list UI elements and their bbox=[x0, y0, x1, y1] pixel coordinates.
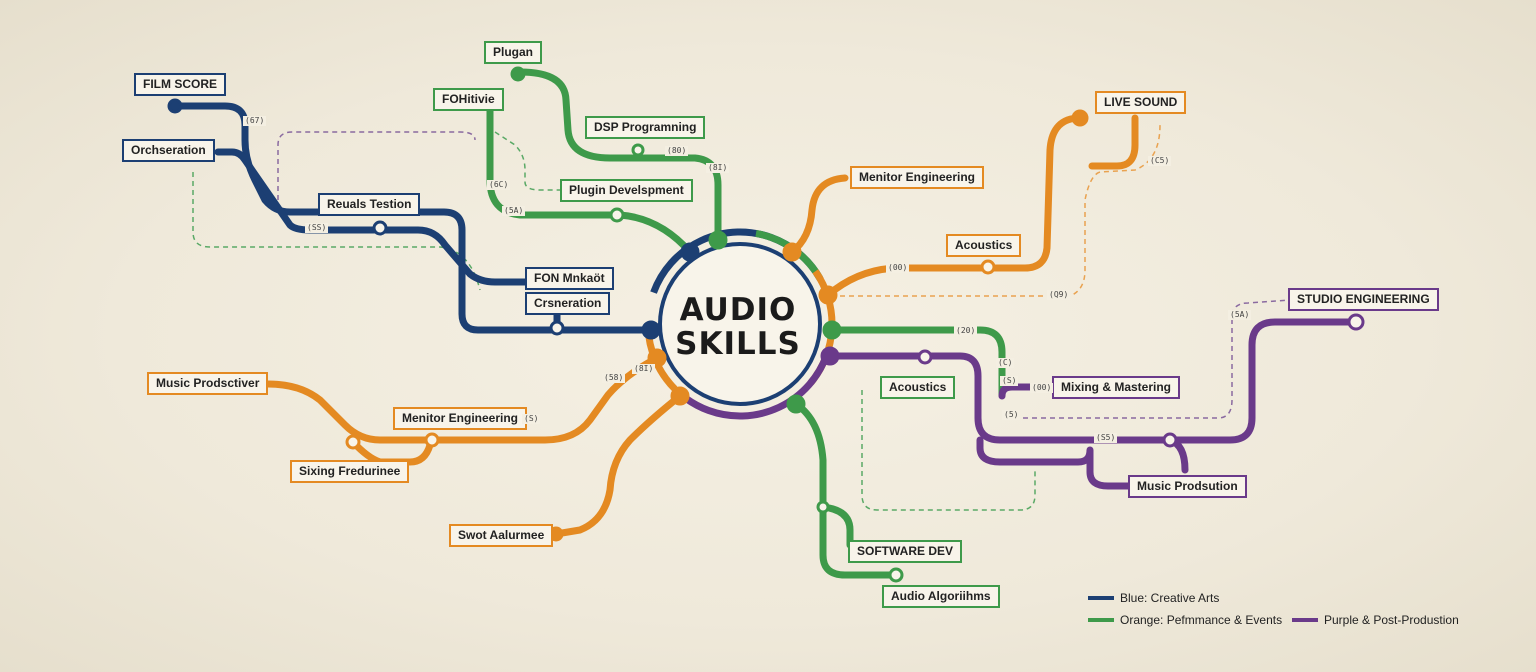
dashed-route-purple-east bbox=[1005, 299, 1291, 419]
hub-title-line2: SKILLS bbox=[675, 326, 801, 362]
blue-line-orchestration bbox=[214, 148, 534, 286]
dashed-route-blue-purple bbox=[277, 131, 476, 200]
legend-item-blue: Blue: Creative Arts bbox=[1088, 591, 1219, 605]
legend-swatch-green bbox=[1088, 618, 1114, 622]
label-plugin-development[interactable]: Plugin Develspment bbox=[560, 179, 693, 202]
station-film-score bbox=[167, 98, 183, 114]
label-software-dev[interactable]: SOFTWARE DEV bbox=[848, 540, 963, 563]
station-hub-blue bbox=[641, 320, 661, 340]
legend-label-blue: Blue: Creative Arts bbox=[1120, 591, 1220, 605]
station-sixing bbox=[345, 434, 361, 450]
purple-line-mixing-branch bbox=[998, 383, 1034, 400]
line-tag: (S) bbox=[1000, 376, 1019, 386]
station-plugin bbox=[510, 66, 526, 82]
label-fon-market[interactable]: FON Mnkaöt bbox=[525, 267, 614, 290]
station-music-production-right bbox=[1162, 432, 1178, 448]
line-tag: (5A) bbox=[1228, 310, 1252, 320]
station-monitor-left bbox=[424, 432, 440, 448]
station-hub-orange-right bbox=[818, 285, 838, 305]
line-tag: (5) bbox=[1002, 410, 1021, 420]
label-mixing-mastering[interactable]: Mixing & Mastering bbox=[1052, 376, 1181, 399]
station-live-sound bbox=[1071, 109, 1089, 127]
line-tag: (67) bbox=[243, 116, 267, 126]
line-tag: (6C) bbox=[487, 180, 511, 190]
line-tag: (SS) bbox=[305, 223, 329, 233]
station-hub-orange-bottom-left bbox=[670, 386, 690, 406]
label-plugin[interactable]: Plugan bbox=[484, 41, 543, 64]
line-tag: (8I) bbox=[632, 364, 656, 374]
legend-label-purple: Purple & Post-Produstion bbox=[1324, 613, 1459, 627]
station-audio-algorithms bbox=[888, 567, 904, 583]
station-hub-blue-top bbox=[680, 242, 700, 262]
label-generation[interactable]: Crsneration bbox=[525, 292, 611, 315]
orange-line-sound-adjustment bbox=[552, 392, 684, 538]
label-film-score[interactable]: FILM SCORE bbox=[134, 73, 226, 96]
label-studio-engineering[interactable]: STUDIO ENGINEERING bbox=[1288, 288, 1439, 311]
station-hub-orange-top bbox=[782, 242, 802, 262]
label-music-producer-left[interactable]: Music Prodsctiver bbox=[147, 372, 269, 395]
station-software-dev bbox=[816, 500, 830, 514]
orange-line-monitor bbox=[788, 174, 849, 256]
station-acoustics-lower bbox=[917, 349, 933, 365]
station-studio-engineering bbox=[1347, 313, 1365, 331]
label-live-sound[interactable]: LIVE SOUND bbox=[1095, 91, 1187, 114]
label-sixing-frequency[interactable]: Sixing Fredurinee bbox=[290, 460, 410, 483]
line-tag: (C5) bbox=[1148, 156, 1172, 166]
orange-line-monitor-left bbox=[264, 354, 661, 444]
hub-inner-ring bbox=[658, 242, 822, 406]
hub-outer-ring-orange bbox=[644, 228, 836, 420]
hub-outer-ring-green bbox=[644, 228, 836, 420]
label-audio-algorithms[interactable]: Audio Algoriihms bbox=[882, 585, 1000, 608]
dashed-route-green-south bbox=[861, 390, 1036, 511]
label-music-production-right[interactable]: Music Prodsution bbox=[1128, 475, 1247, 498]
dashed-route-orange-east bbox=[840, 124, 1161, 297]
line-tag: (C) bbox=[996, 358, 1015, 368]
line-tag: (8I) bbox=[706, 163, 730, 173]
orange-line-live-sound-branch bbox=[1088, 114, 1139, 170]
line-tag: (00) bbox=[886, 263, 910, 273]
label-sound-adjustment[interactable]: Swot Aalurmee bbox=[449, 524, 554, 547]
station-plugin-dev bbox=[609, 207, 625, 223]
station-acoustics-upper bbox=[980, 259, 996, 275]
station-hub-green-right bbox=[822, 320, 842, 340]
dashed-route-green-center bbox=[494, 131, 560, 191]
label-monitor-engineering-left[interactable]: Menitor Engineering bbox=[393, 407, 528, 430]
line-tag: (58) bbox=[602, 373, 626, 383]
legend-item-purple: Purple & Post-Produstion bbox=[1292, 613, 1459, 627]
station-result-testion bbox=[372, 220, 388, 236]
label-orchestration[interactable]: Orchseration bbox=[122, 139, 215, 162]
label-acoustics-upper[interactable]: Acoustics bbox=[946, 234, 1022, 257]
label-result-testion[interactable]: Reuals Testion bbox=[318, 193, 421, 216]
green-line-mixing bbox=[828, 326, 1006, 399]
legend-swatch-purple bbox=[1292, 618, 1318, 622]
station-dsp bbox=[631, 143, 645, 157]
hub-title-line1: AUDIO bbox=[679, 292, 797, 328]
dashed-route-green-left bbox=[192, 172, 481, 291]
line-tag: (20) bbox=[954, 326, 978, 336]
line-tag: (S) bbox=[522, 414, 541, 424]
line-tag: (Q9) bbox=[1047, 290, 1071, 300]
legend-label-orange: Orange: Pefmmance & Events bbox=[1120, 613, 1283, 627]
station-generation bbox=[549, 320, 565, 336]
line-tag: (S5) bbox=[1094, 433, 1118, 443]
legend-swatch-blue bbox=[1088, 596, 1114, 600]
label-dsp-programming[interactable]: DSP Programning bbox=[585, 116, 706, 139]
line-tag: (80) bbox=[665, 146, 689, 156]
station-hub-purple-right bbox=[820, 346, 840, 366]
label-monitor-engineering-right[interactable]: Menitor Engineering bbox=[850, 166, 985, 189]
legend-item-orange: Orange: Pefmmance & Events bbox=[1088, 613, 1282, 627]
station-hub-green-top bbox=[708, 230, 728, 250]
orange-line-live-sound bbox=[824, 114, 1084, 299]
station-hub-orange-left bbox=[647, 348, 667, 368]
label-acoustics-lower[interactable]: Acoustics bbox=[880, 376, 956, 399]
line-tag: (5A) bbox=[502, 206, 526, 216]
line-tag: (00) bbox=[1030, 383, 1054, 393]
hub-title: AUDIO SKILLS bbox=[663, 293, 813, 361]
station-hub-green-bottom bbox=[786, 394, 806, 414]
label-fohitivie[interactable]: FOHitivie bbox=[433, 88, 504, 111]
